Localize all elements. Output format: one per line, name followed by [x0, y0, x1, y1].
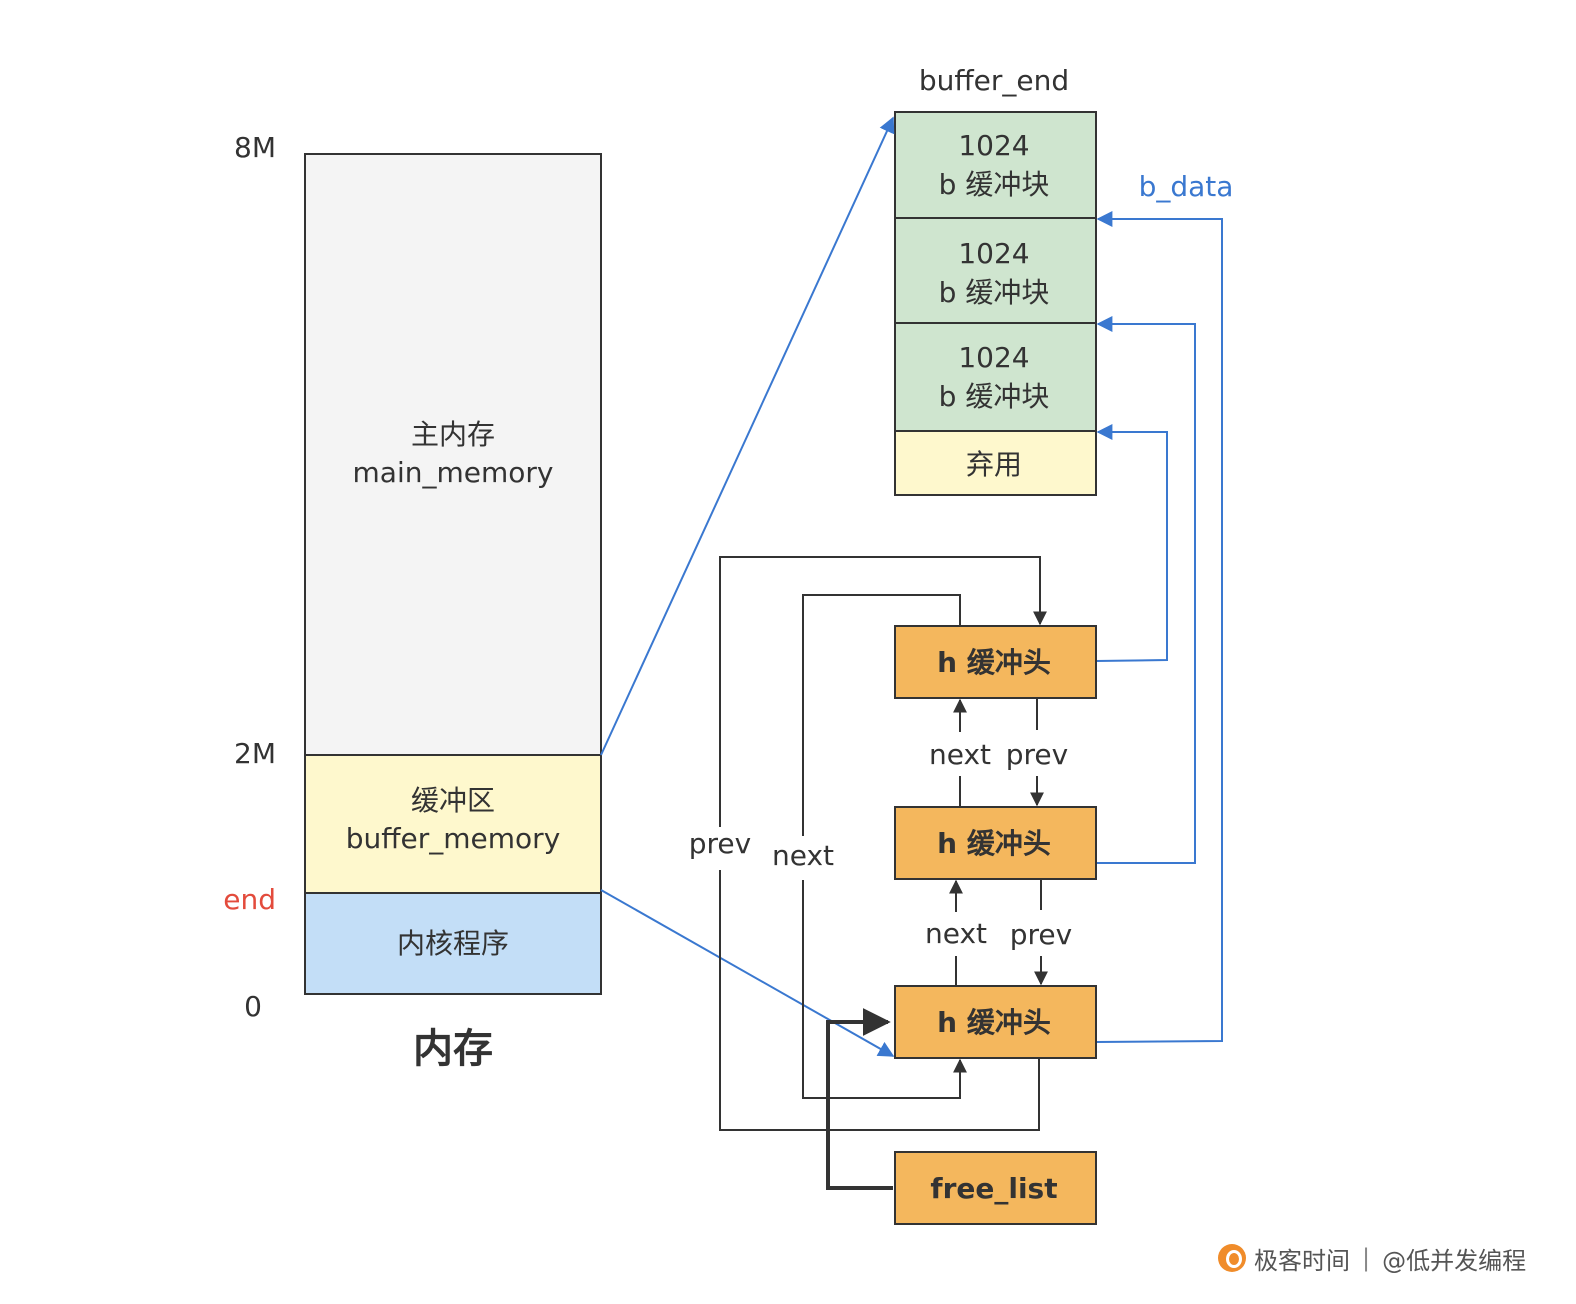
buffer-memory-label-en: buffer_memory — [346, 822, 561, 855]
outer-prev-link-lower — [719, 870, 1040, 1131]
axis-label-end: end — [223, 883, 276, 916]
buffer-head-2-label: h 缓冲头 — [937, 827, 1051, 860]
footer-brand: 极客时间 — [1254, 1246, 1350, 1275]
buffer-heads: h 缓冲头 h 缓冲头 h 缓冲头 free_list — [894, 625, 1097, 1225]
buffer-block-1-size: 1024 — [958, 129, 1029, 162]
main-memory-label-en: main_memory — [353, 456, 554, 489]
footer-separator: | — [1362, 1244, 1371, 1272]
b-data-pointer-head-3 — [1095, 211, 1223, 1043]
footer-author: @低并发编程 — [1382, 1246, 1527, 1275]
unused-label: 弃用 — [966, 448, 1022, 481]
axis-label-2m: 2M — [234, 737, 276, 770]
main-memory-region — [304, 153, 602, 756]
b-data-pointer-head-2 — [1096, 316, 1196, 864]
buffer-head-2 — [894, 806, 1097, 880]
footer-watermark: 极客时间 | @低并发编程 — [1218, 1238, 1526, 1278]
memory-column: 主内存 main_memory 缓冲区 buffer_memory 内核程序 8… — [223, 131, 602, 1072]
buffer-head-1-label: h 缓冲头 — [937, 646, 1051, 679]
b-data-pointer-head-1 — [1095, 424, 1168, 662]
buffer-head-3 — [894, 985, 1097, 1059]
buffer-block-3-size: 1024 — [958, 341, 1029, 374]
kernel-label: 内核程序 — [397, 927, 509, 960]
outer-next-link-upper — [802, 594, 961, 836]
kernel-region — [304, 892, 602, 995]
free-list-pointer — [826, 1008, 893, 1190]
free-list-box — [894, 1151, 1097, 1225]
next-label-2: next — [925, 917, 987, 950]
buffer-end-label: buffer_end — [919, 64, 1069, 97]
head-links: next prev next prev — [925, 698, 1072, 986]
outer-prev-link-upper — [719, 556, 1047, 827]
outer-next-label: next — [772, 839, 834, 872]
buffer-blocks-column: buffer_end 1024 b 缓冲块 1024 b 缓冲块 1024 b … — [894, 64, 1234, 496]
buffer-block-3-label: b 缓冲块 — [939, 380, 1050, 413]
buffer-block-2 — [894, 217, 1097, 324]
circular-links: prev next — [689, 556, 1047, 1190]
buffer-block-2-size: 1024 — [958, 237, 1029, 270]
prev-label-1: prev — [1006, 738, 1068, 771]
memory-title: 内存 — [413, 1026, 493, 1072]
buffer-head-1 — [894, 625, 1097, 699]
axis-label-8m: 8M — [234, 131, 276, 164]
brand-logo-icon — [1218, 1244, 1246, 1272]
prev-label-2: prev — [1010, 918, 1072, 951]
buffer-block-1-label: b 缓冲块 — [939, 168, 1050, 201]
axis-label-zero: 0 — [244, 990, 262, 1023]
buffer-block-2-label: b 缓冲块 — [939, 276, 1050, 309]
buffer-end-pointer — [600, 116, 895, 756]
buffer-memory-label-cn: 缓冲区 — [411, 784, 495, 817]
outer-next-link-lower — [802, 880, 967, 1099]
buffer-block-3 — [894, 322, 1097, 432]
next-label-1: next — [929, 738, 991, 771]
buffer-memory-region — [304, 754, 602, 894]
unused-block — [894, 430, 1097, 496]
buffer-head-3-label: h 缓冲头 — [937, 1006, 1051, 1039]
free-list-label: free_list — [930, 1172, 1057, 1205]
start-buffer-pointer — [600, 889, 895, 1057]
buffer-block-1 — [894, 111, 1097, 219]
outer-prev-label: prev — [689, 827, 751, 860]
main-memory-label-cn: 主内存 — [411, 418, 495, 451]
b-data-label: b_data — [1139, 170, 1234, 203]
